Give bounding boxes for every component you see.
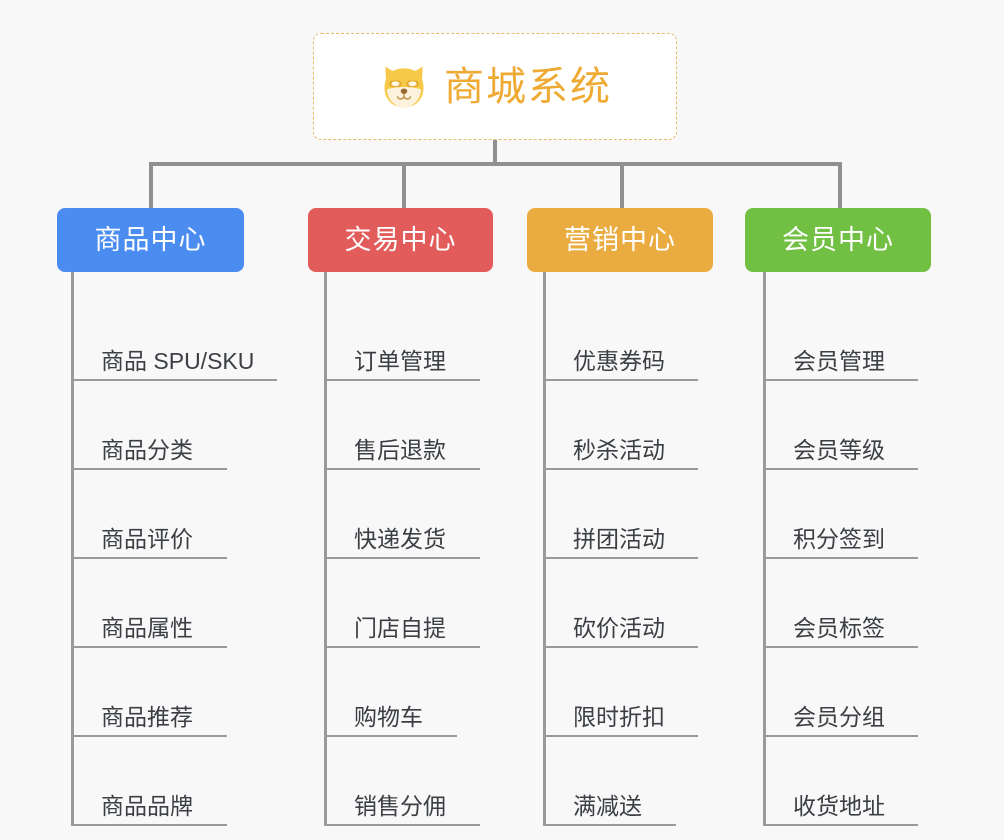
leaf-label: 订单管理 xyxy=(354,348,446,374)
leaf-item[interactable]: 售后退款 xyxy=(324,381,480,470)
category-box-3[interactable]: 营销中心 xyxy=(527,208,713,272)
leaf-item[interactable]: 商品分类 xyxy=(71,381,227,470)
leaf-item[interactable]: 满减送 xyxy=(543,737,676,826)
leaf-item[interactable]: 收货地址 xyxy=(763,737,918,826)
root-node[interactable]: 商城系统 xyxy=(313,33,677,140)
leaf-label: 会员等级 xyxy=(793,437,885,463)
leaf-item[interactable]: 商品评价 xyxy=(71,470,227,559)
category-label: 商品中心 xyxy=(94,224,207,255)
bus-line xyxy=(149,162,842,166)
leaf-item[interactable]: 订单管理 xyxy=(324,292,480,381)
leaf-label: 门店自提 xyxy=(354,615,446,641)
leaf-label: 砍价活动 xyxy=(573,615,665,641)
category-label: 交易中心 xyxy=(344,224,457,255)
leaf-item[interactable]: 购物车 xyxy=(324,648,457,737)
branch-stub-line-4 xyxy=(838,162,842,208)
branch-spine xyxy=(543,272,546,826)
leaf-item[interactable]: 会员管理 xyxy=(763,292,918,381)
leaf-item[interactable]: 商品 SPU/SKU xyxy=(71,292,277,381)
category-box-1[interactable]: 商品中心 xyxy=(57,208,244,272)
dog-face-icon xyxy=(384,66,424,107)
leaf-label: 商品评价 xyxy=(101,526,193,552)
root-title: 商城系统 xyxy=(444,64,612,109)
leaf-item[interactable]: 限时折扣 xyxy=(543,648,698,737)
leaf-label: 秒杀活动 xyxy=(573,437,665,463)
leaf-label: 会员分组 xyxy=(793,704,885,730)
leaf-label: 购物车 xyxy=(354,704,423,730)
leaf-label: 收货地址 xyxy=(793,793,885,819)
leaf-item[interactable]: 快递发货 xyxy=(324,470,480,559)
leaf-item[interactable]: 优惠券码 xyxy=(543,292,698,381)
leaf-label: 限时折扣 xyxy=(573,704,665,730)
leaf-label: 快递发货 xyxy=(354,526,446,552)
leaf-label: 商品属性 xyxy=(101,615,193,641)
leaf-label: 销售分佣 xyxy=(354,793,446,819)
category-label: 营销中心 xyxy=(564,224,676,255)
leaf-item[interactable]: 门店自提 xyxy=(324,559,480,648)
category-box-4[interactable]: 会员中心 xyxy=(745,208,931,272)
root-drop-line xyxy=(493,140,497,166)
leaf-item[interactable]: 商品推荐 xyxy=(71,648,227,737)
leaf-item[interactable]: 销售分佣 xyxy=(324,737,480,826)
leaf-label: 售后退款 xyxy=(354,437,446,463)
branch-stub-line-3 xyxy=(620,162,624,208)
leaf-label: 满减送 xyxy=(573,793,642,819)
leaf-label: 会员管理 xyxy=(793,348,885,374)
leaf-label: 积分签到 xyxy=(793,526,885,552)
leaf-item[interactable]: 会员分组 xyxy=(763,648,918,737)
leaf-item[interactable]: 商品品牌 xyxy=(71,737,227,826)
leaf-label: 商品 SPU/SKU xyxy=(101,348,255,374)
category-box-2[interactable]: 交易中心 xyxy=(308,208,493,272)
leaf-label: 商品推荐 xyxy=(101,704,193,730)
branch-spine xyxy=(324,272,327,826)
leaf-item[interactable]: 秒杀活动 xyxy=(543,381,698,470)
leaf-item[interactable]: 拼团活动 xyxy=(543,470,698,559)
category-label: 会员中心 xyxy=(782,224,894,255)
leaf-label: 会员标签 xyxy=(793,615,885,641)
leaf-label: 商品品牌 xyxy=(101,793,193,819)
leaf-item[interactable]: 商品属性 xyxy=(71,559,227,648)
leaf-item[interactable]: 积分签到 xyxy=(763,470,918,559)
leaf-label: 拼团活动 xyxy=(573,526,665,552)
leaf-item[interactable]: 会员等级 xyxy=(763,381,918,470)
branch-stub-line-2 xyxy=(402,162,406,208)
leaf-label: 商品分类 xyxy=(101,437,193,463)
leaf-label: 优惠券码 xyxy=(573,348,665,374)
leaf-item[interactable]: 会员标签 xyxy=(763,559,918,648)
leaf-item[interactable]: 砍价活动 xyxy=(543,559,698,648)
branch-spine xyxy=(763,272,766,826)
branch-stub-line-1 xyxy=(149,162,153,208)
branch-spine xyxy=(71,272,74,826)
